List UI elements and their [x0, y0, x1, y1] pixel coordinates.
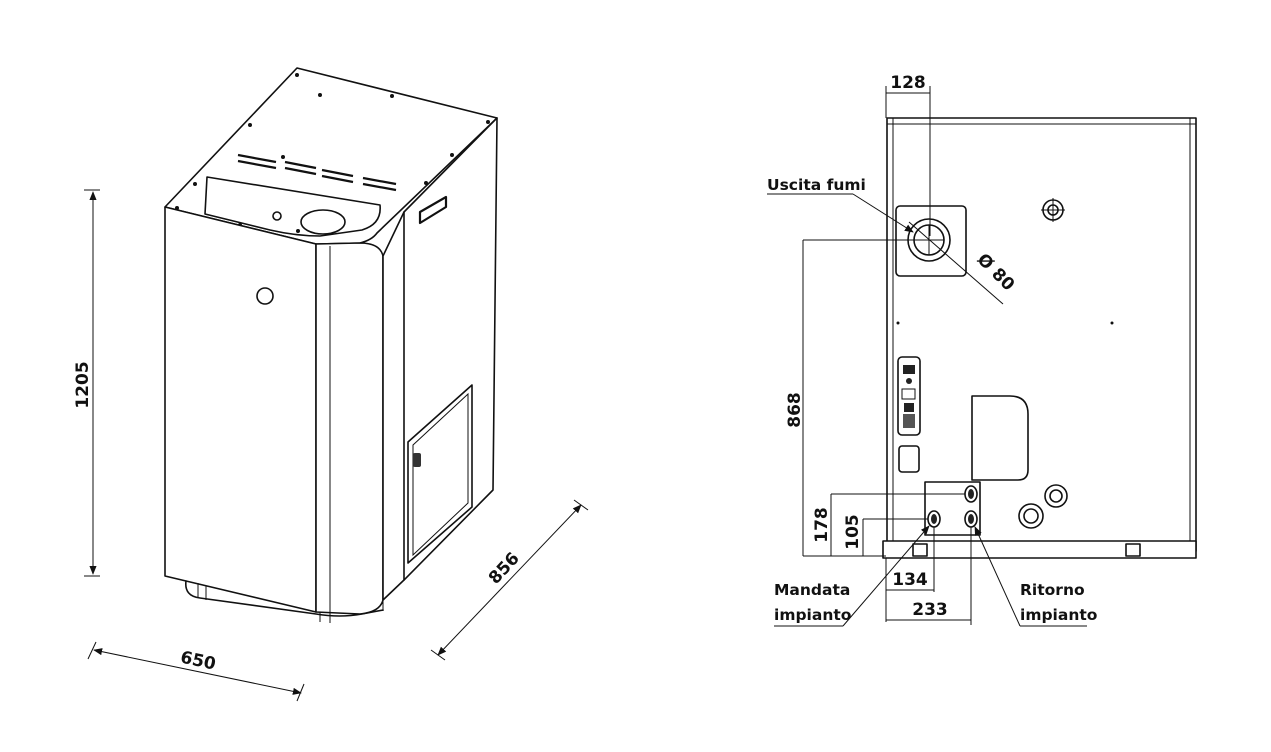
- label-supply-line2: impianto: [774, 606, 851, 624]
- rear-view: [882, 117, 1197, 559]
- top-fitting: [1041, 198, 1065, 222]
- boiler-front-face: [164, 206, 317, 613]
- top-vents: [237, 153, 397, 192]
- dim-outlet-height-2-value: 105: [843, 514, 863, 550]
- rear-base: [882, 540, 1197, 559]
- dim-outlet-offset-2-value: 233: [912, 600, 948, 620]
- top-opening: [300, 209, 346, 235]
- side-control-plate: [418, 195, 448, 225]
- electrical-panel: [897, 356, 921, 436]
- rear-hatch: [971, 395, 1029, 481]
- front-inspection-port: [256, 287, 274, 305]
- dim-width: 650: [87, 641, 305, 702]
- door-handle: [413, 453, 421, 467]
- dim-depth-value: 856: [485, 549, 524, 589]
- dim-outlet-height-1-value: 178: [812, 507, 832, 543]
- dim-outlet-offset-1: 134: [885, 527, 935, 622]
- dim-height: 1205: [73, 189, 100, 577]
- top-port: [272, 211, 282, 221]
- dim-outlet-height-1: 178: [812, 493, 965, 556]
- dim-flue-offset: 128: [885, 73, 931, 236]
- dim-outlet-offset-1-value: 134: [892, 570, 928, 590]
- label-flue-outlet-text: Uscita fumi: [767, 176, 866, 194]
- dim-width-value: 650: [179, 648, 218, 675]
- dim-outlet-height-2: 105: [843, 514, 928, 556]
- corner-column: [315, 242, 384, 615]
- dim-flue-offset-value: 128: [890, 73, 926, 93]
- dim-height-value: 1205: [73, 361, 93, 408]
- dim-flue-height: 868: [785, 239, 928, 557]
- label-return: Ritorno impianto: [974, 526, 1097, 627]
- label-return-line1: Ritorno: [1020, 581, 1085, 599]
- isometric-view: [164, 67, 498, 623]
- label-supply: Mandata impianto: [774, 525, 930, 627]
- top-lid: [204, 176, 381, 237]
- cable-gland: [898, 445, 920, 473]
- label-flue-outlet: Uscita fumi: [767, 176, 914, 233]
- label-return-line2: impianto: [1020, 606, 1097, 624]
- rear-panel: [886, 117, 1197, 552]
- dim-outlet-offset-2: 233: [886, 527, 972, 625]
- dim-flue-height-value: 868: [785, 392, 805, 428]
- boiler-base: [184, 580, 384, 617]
- label-supply-line1: Mandata: [774, 581, 850, 599]
